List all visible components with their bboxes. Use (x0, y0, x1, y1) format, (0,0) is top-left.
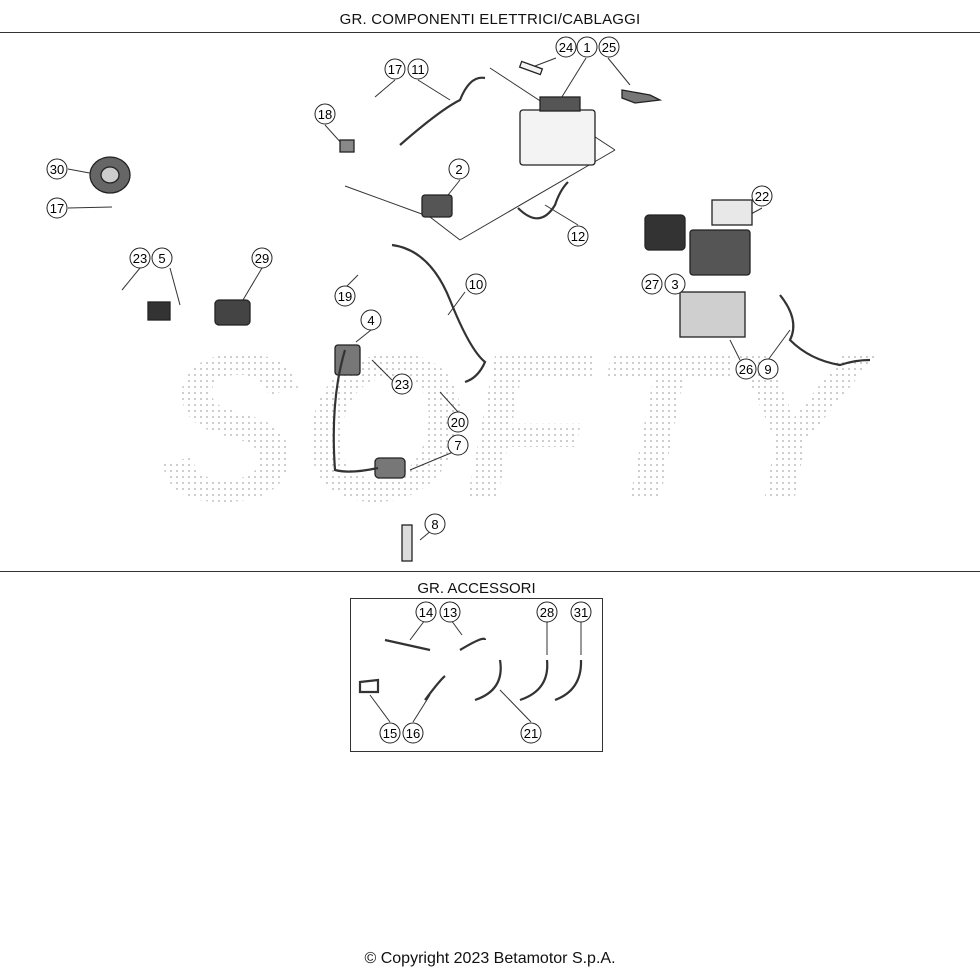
svg-text:21: 21 (524, 726, 538, 741)
callout: 5 (151, 247, 173, 269)
svg-text:22: 22 (755, 189, 769, 204)
callout: 31 (570, 601, 592, 623)
svg-text:30: 30 (50, 162, 64, 177)
callout: 20 (447, 411, 469, 433)
callout: 29 (251, 247, 273, 269)
callout: 12 (567, 225, 589, 247)
svg-text:29: 29 (255, 251, 269, 266)
svg-text:24: 24 (559, 40, 573, 55)
svg-text:19: 19 (338, 289, 352, 304)
svg-text:18: 18 (318, 107, 332, 122)
callout: 11 (407, 58, 429, 80)
svg-text:25: 25 (602, 40, 616, 55)
callout: 19 (334, 285, 356, 307)
svg-text:13: 13 (443, 605, 457, 620)
callout: 7 (447, 434, 469, 456)
svg-text:31: 31 (574, 605, 588, 620)
svg-text:11: 11 (411, 62, 425, 77)
callout: 26 (735, 358, 757, 380)
callout: 15 (379, 722, 401, 744)
svg-text:7: 7 (454, 438, 461, 453)
watermark-text: SOFTY (160, 310, 876, 545)
svg-text:3: 3 (671, 277, 678, 292)
callout: 1 (576, 36, 598, 58)
svg-text:26: 26 (739, 362, 753, 377)
callout: 23 (129, 247, 151, 269)
svg-text:12: 12 (571, 229, 585, 244)
callout: 27 (641, 273, 663, 295)
svg-text:17: 17 (388, 62, 402, 77)
svg-text:10: 10 (469, 277, 483, 292)
callout: 10 (465, 273, 487, 295)
svg-text:9: 9 (764, 362, 771, 377)
cables (332, 76, 871, 702)
section-divider (0, 571, 980, 572)
callout: 30 (46, 158, 68, 180)
svg-text:28: 28 (540, 605, 554, 620)
svg-text:20: 20 (451, 415, 465, 430)
callout: 28 (536, 601, 558, 623)
callout: 17 (384, 58, 406, 80)
callout: 18 (314, 103, 336, 125)
callout: 3 (664, 273, 686, 295)
battery-shape (519, 109, 596, 166)
svg-text:23: 23 (133, 251, 147, 266)
callout: 21 (520, 722, 542, 744)
svg-text:27: 27 (645, 277, 659, 292)
callout: 13 (439, 601, 461, 623)
callout: 16 (402, 722, 424, 744)
callout: 2 (448, 158, 470, 180)
accessories-box (350, 598, 603, 752)
regulator-shape (421, 194, 453, 218)
callout: 22 (751, 185, 773, 207)
callout: 4 (360, 309, 382, 331)
callout: 24 (555, 36, 577, 58)
svg-text:5: 5 (158, 251, 165, 266)
svg-text:8: 8 (431, 517, 438, 532)
svg-text:23: 23 (395, 377, 409, 392)
callout: 14 (415, 601, 437, 623)
svg-text:1: 1 (583, 40, 590, 55)
svg-text:14: 14 (419, 605, 433, 620)
diagram-title: GR. COMPONENTI ELETTRICI/CABLAGGI (339, 11, 641, 28)
callout: 17 (46, 197, 68, 219)
callout: 23 (391, 373, 413, 395)
svg-text:17: 17 (50, 201, 64, 216)
svg-text:4: 4 (367, 313, 374, 328)
top-divider (0, 32, 980, 33)
svg-text:2: 2 (455, 162, 462, 177)
svg-text:16: 16 (406, 726, 420, 741)
callout: 9 (757, 358, 779, 380)
copyright-text: © Copyright 2023 Betamotor S.p.A. (364, 950, 616, 967)
accessories-title: GR. ACCESSORI (417, 580, 536, 597)
svg-text:15: 15 (383, 726, 397, 741)
callout: 8 (424, 513, 446, 535)
callout: 25 (598, 36, 620, 58)
callout-group: 24 1 25 17 11 18 2 30 17 12 22 23 5 29 1… (46, 36, 779, 744)
